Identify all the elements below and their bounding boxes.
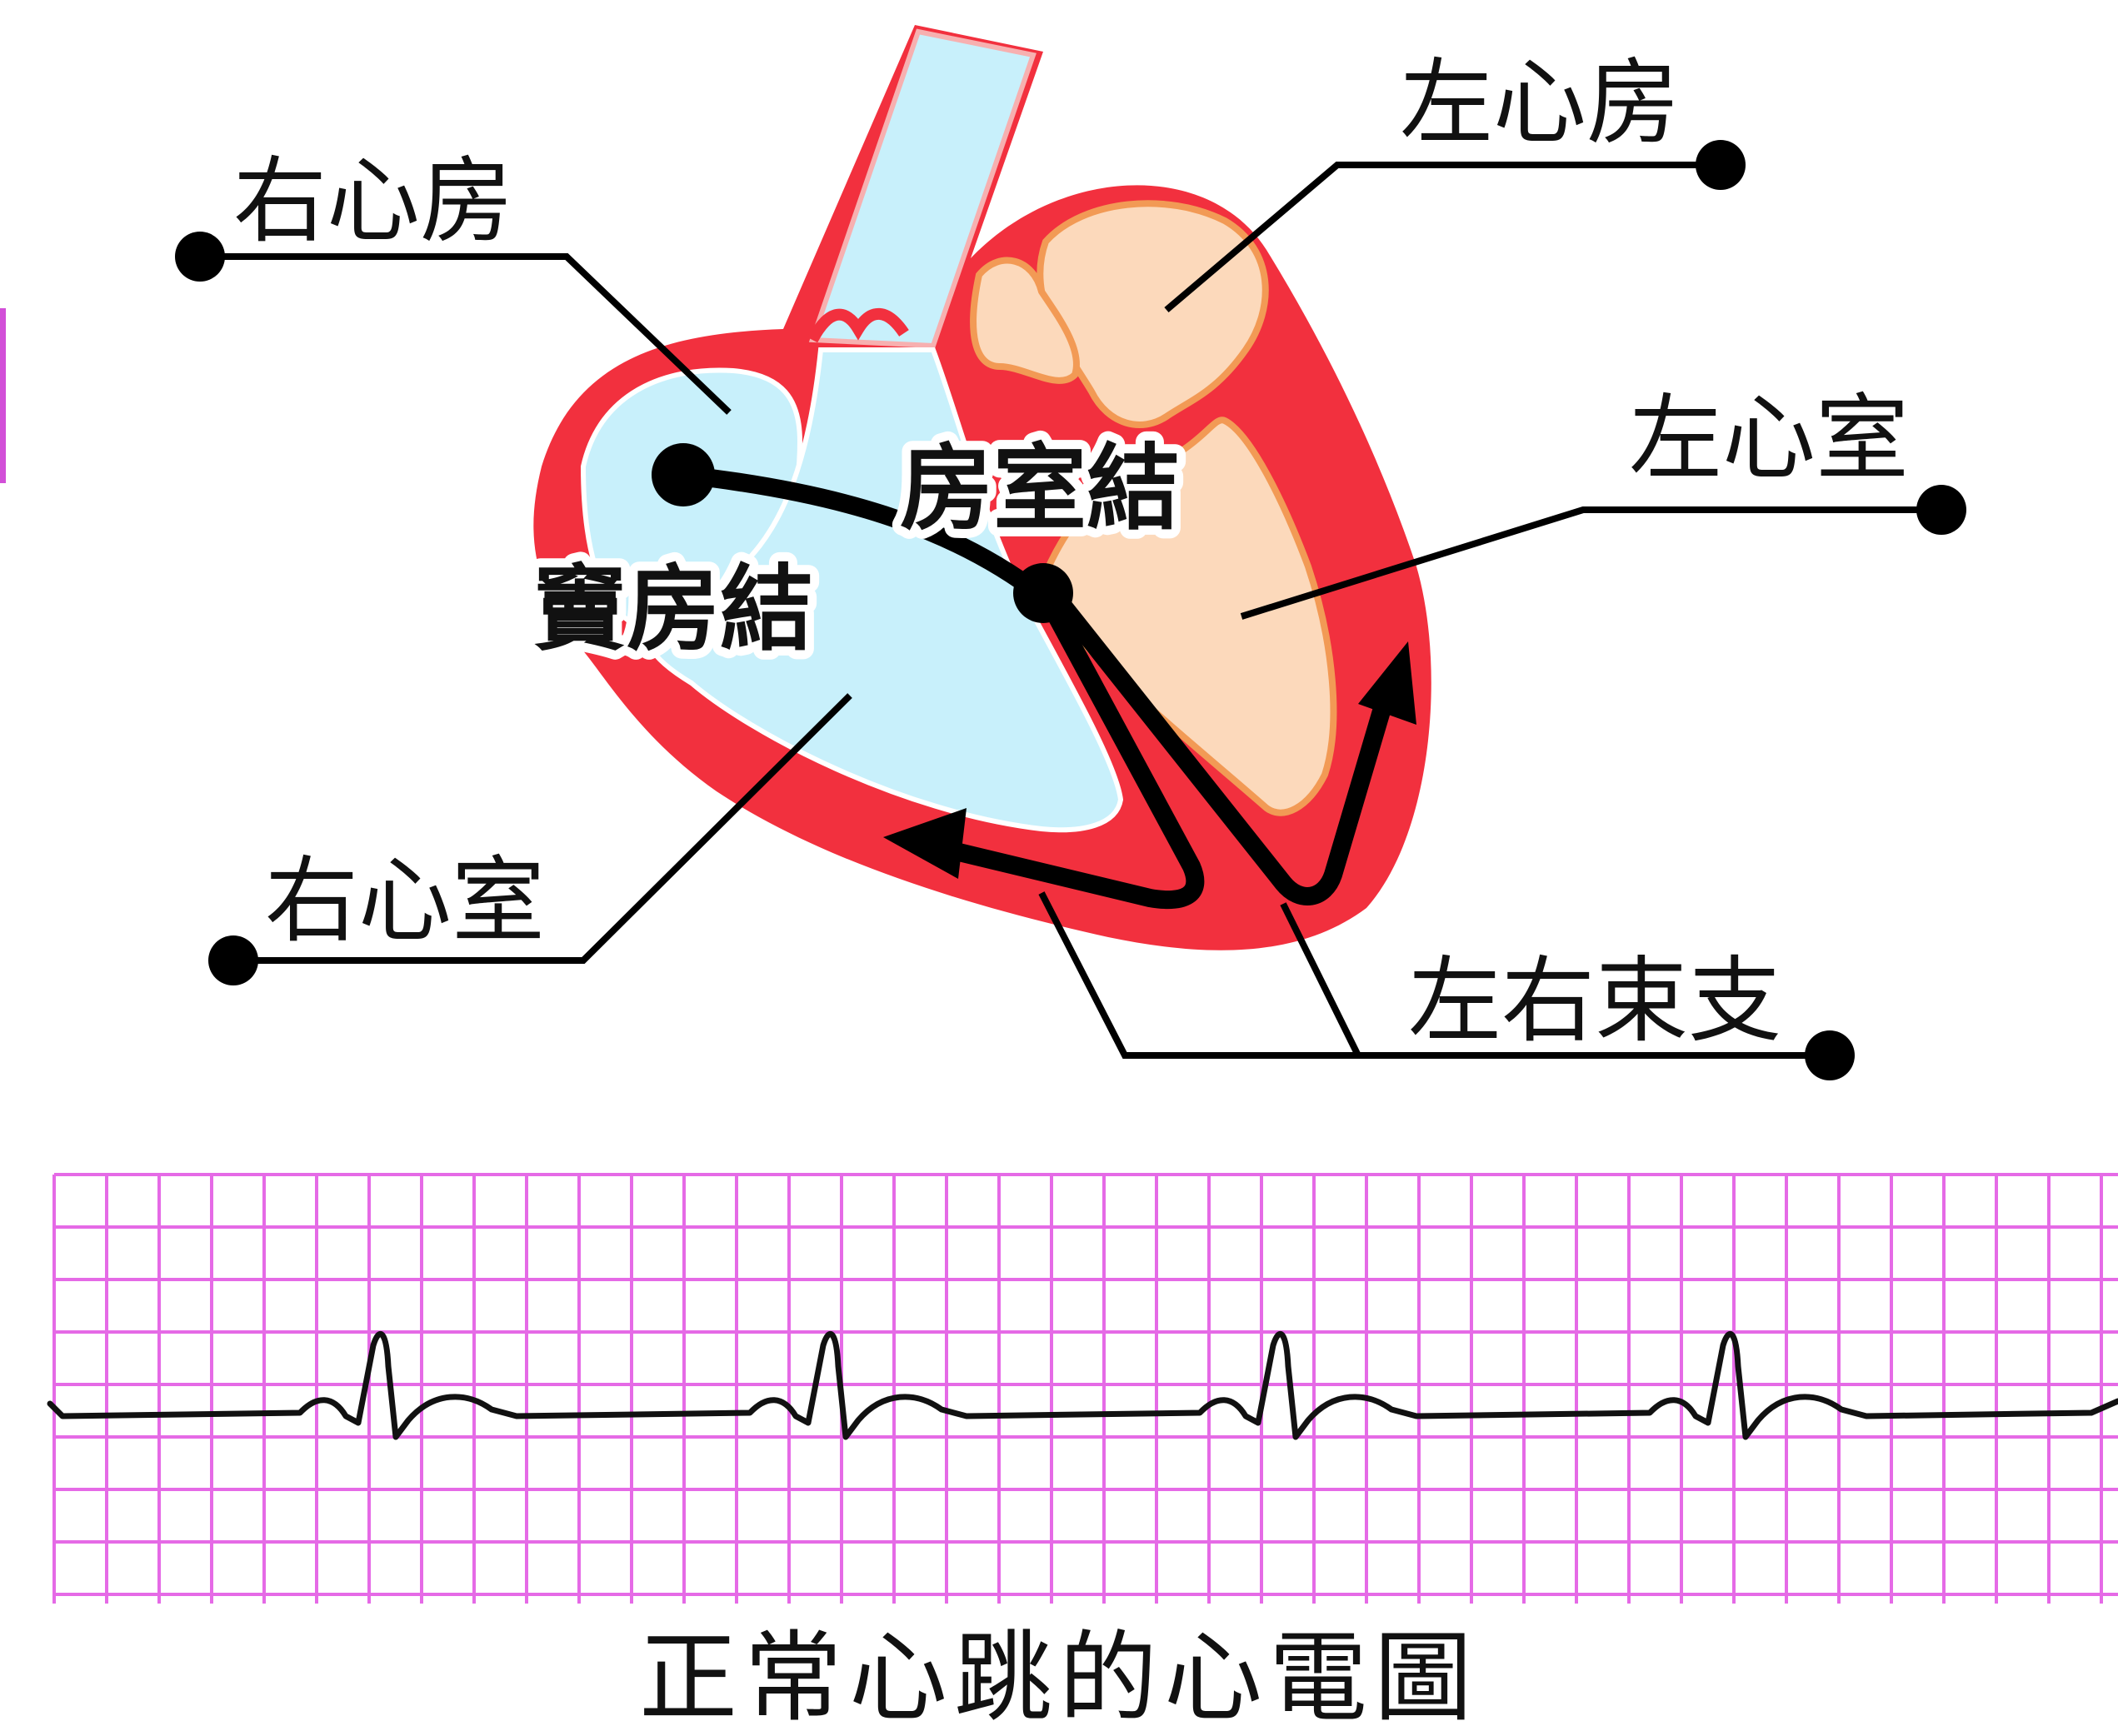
av-node-dot [1013,563,1073,623]
label-left-ventricle: 左心室 [1629,385,1909,493]
dot-left-ventricle [1916,485,1966,535]
label-right-ventricle: 右心室 [265,847,545,955]
dot-bundle-branches [1805,1030,1855,1080]
label-left-atrium: 左心房 [1400,49,1680,157]
dot-left-atrium [1696,140,1746,190]
label-sa-node: 竇房結 [533,556,813,664]
label-right-atrium: 右心房 [233,147,513,256]
label-av-node: 房室結 [900,435,1180,543]
label-bundle-branches: 左右束支 [1408,947,1781,1055]
dot-right-atrium [175,232,225,282]
dot-right-ventricle [208,935,258,985]
ecg-caption: 正常心跳的心電圖 [639,1620,1479,1735]
sa-node-dot [652,443,715,506]
left-edge-strip [0,308,6,483]
ecg-strip [50,1175,2118,1604]
